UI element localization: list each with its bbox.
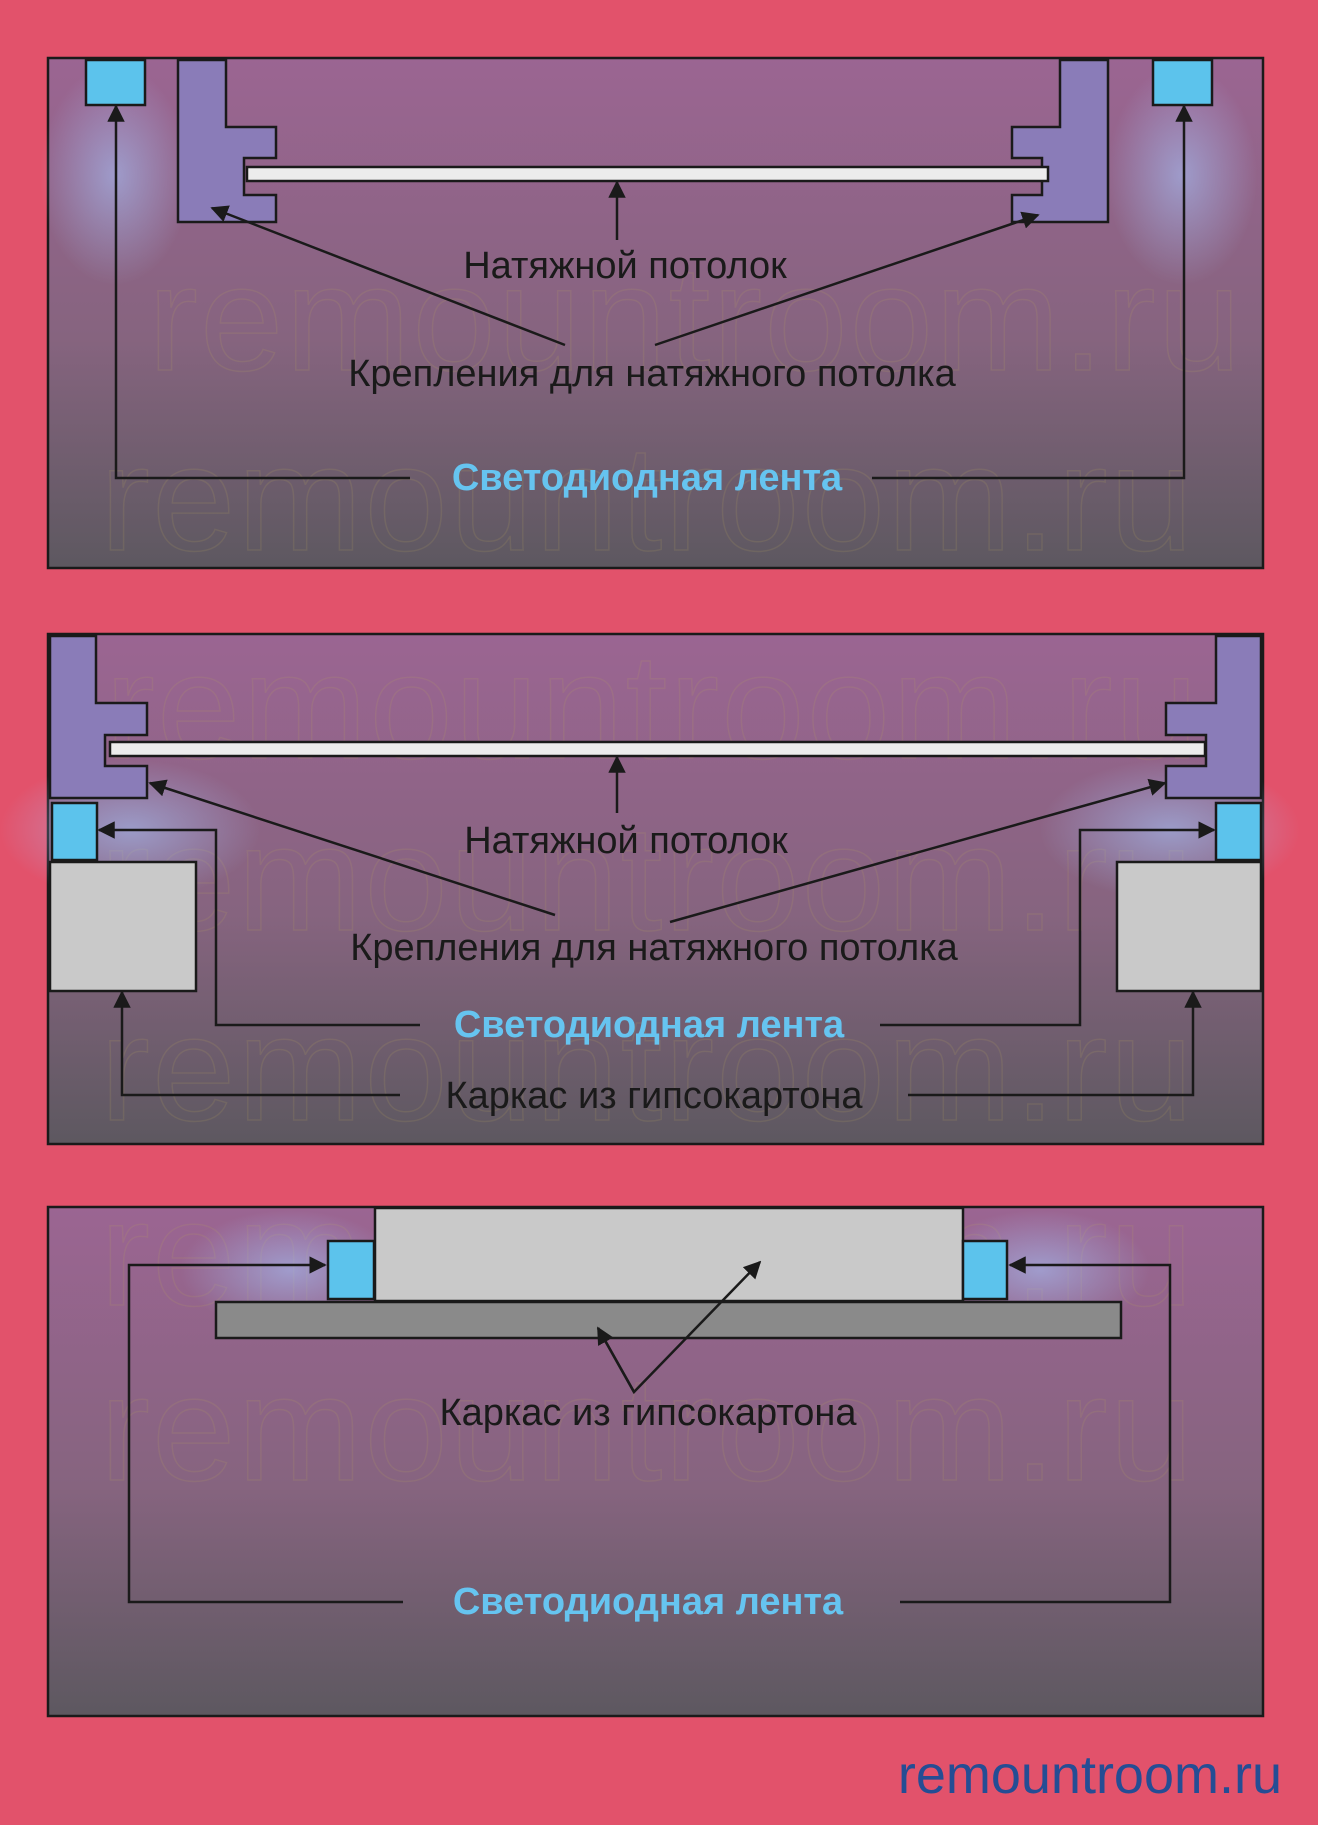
- led-strip-right: [1214, 801, 1263, 862]
- panel-3: remountroom.ru remountroom.ru Каркас из …: [46, 1168, 1265, 1718]
- drywall-frame-label: Каркас из гипсокартона: [439, 1392, 857, 1434]
- mount-profile-right: [1164, 634, 1263, 800]
- led-strip-label: Светодиодная лента: [454, 1004, 845, 1046]
- led-pointer-left: [127, 1256, 403, 1604]
- site-label: remountroom.ru: [898, 1745, 1282, 1805]
- watermark-text: remountroom.ru: [148, 234, 1243, 402]
- watermark-text: remountroom.ru: [100, 984, 1195, 1152]
- mounts-label: Крепления для натяжного потолка: [348, 353, 956, 395]
- led-pointer-left: [107, 104, 410, 480]
- led-strip-left: [50, 801, 99, 862]
- panel-2: remountroom.ru remountroom.ru remountroo…: [0, 621, 1300, 1153]
- led-strip-label: Светодиодная лента: [453, 1581, 844, 1623]
- drywall-block-left: [48, 860, 198, 993]
- led-strip-left: [326, 1239, 376, 1301]
- watermark-text: remountroom.ru: [100, 794, 1195, 962]
- mounts-label: Крепления для натяжного потолка: [350, 927, 958, 969]
- stretch-ceiling-label: Натяжной потолок: [463, 245, 787, 287]
- drywall-pointer-right: [908, 990, 1202, 1097]
- stretch-ceiling-sheet: [108, 740, 1207, 758]
- drywall-pointer-head-left: [596, 1326, 636, 1393]
- drywall-box-top: [373, 1206, 965, 1303]
- mount-pointer-right: [654, 211, 1040, 347]
- watermark-text: remountroom.ru: [100, 1344, 1195, 1512]
- mount-profile-right: [1010, 58, 1110, 224]
- mount-profile-left: [176, 58, 278, 224]
- stretch-ceiling-sheet: [245, 165, 1050, 183]
- drywall-pointer-left: [113, 990, 400, 1097]
- led-pointer-right: [880, 821, 1216, 1027]
- stretch-ceiling-label: Натяжной потолок: [464, 820, 788, 862]
- panel-2-watermark: remountroom.ru remountroom.ru remountroo…: [99, 621, 1200, 1153]
- led-strip-label: Светодиодная лента: [452, 457, 843, 499]
- led-pointer-left: [97, 821, 420, 1027]
- watermark-text: remountroom.ru: [100, 414, 1195, 582]
- drywall-frame-label: Каркас из гипсокартона: [445, 1075, 863, 1117]
- panel-1-watermark: remountroom.ru remountroom.ru: [99, 233, 1243, 583]
- led-pointer-right: [872, 104, 1193, 480]
- mount-pointer-right: [669, 778, 1167, 924]
- mount-pointer-left: [210, 205, 566, 347]
- led-strip-right: [1151, 58, 1214, 107]
- led-strip-right: [961, 1239, 1009, 1301]
- drywall-box-bottom: [214, 1300, 1123, 1340]
- mount-profile-left: [48, 634, 149, 800]
- led-pointer-right: [900, 1256, 1172, 1604]
- drywall-block-right: [1115, 860, 1263, 993]
- panel-2-frame: [46, 632, 1265, 1146]
- led-strip-left: [84, 58, 147, 107]
- mount-pointer-left: [148, 779, 556, 917]
- panel-1: remountroom.ru remountroom.ru Натяжной п…: [40, 56, 1265, 583]
- watermark-text: remountroom.ru: [105, 622, 1200, 790]
- led-glow: [1107, 65, 1257, 285]
